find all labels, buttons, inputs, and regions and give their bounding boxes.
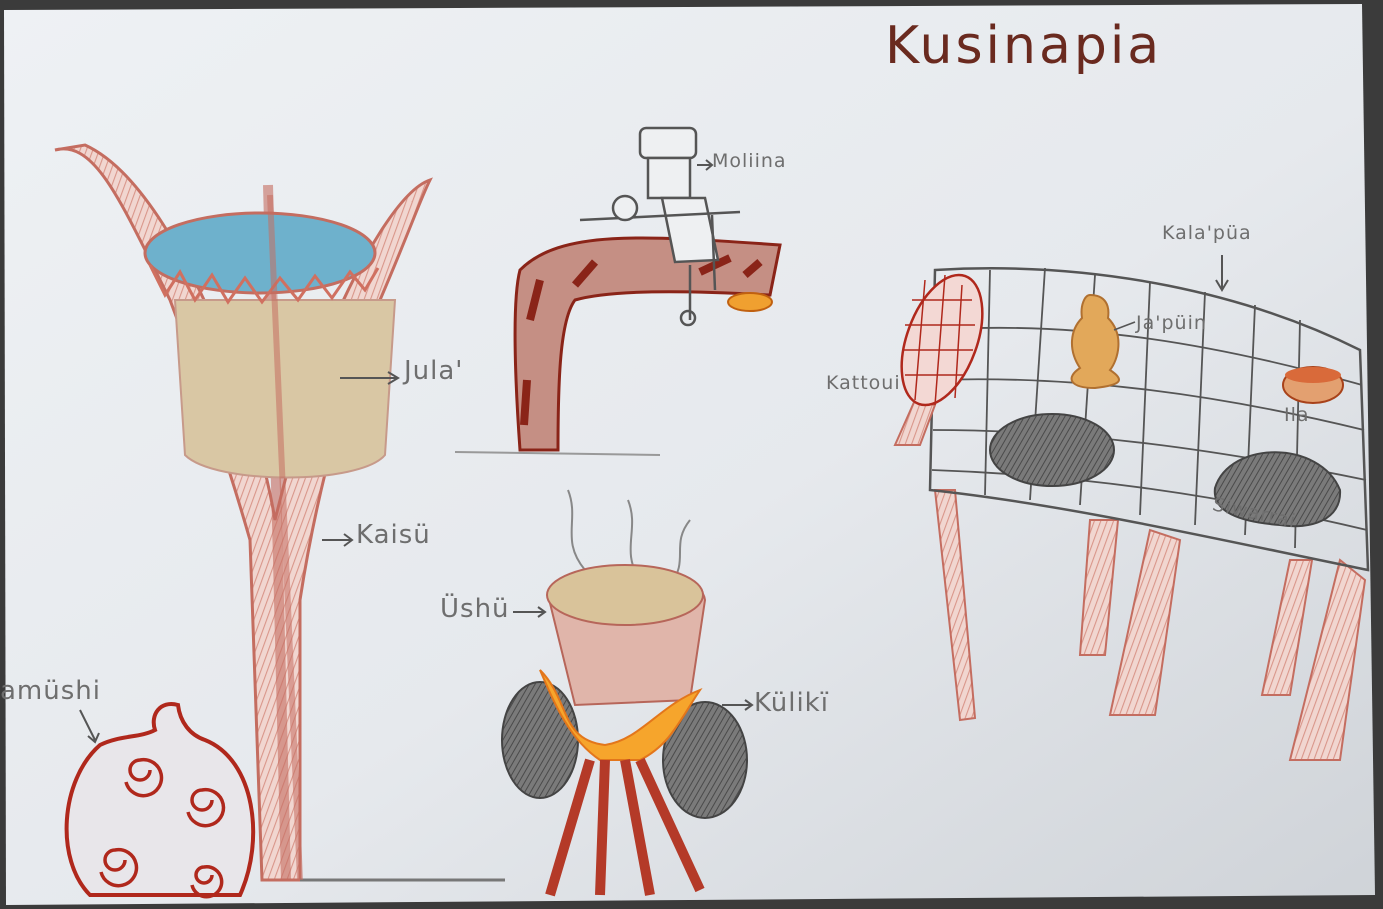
label-kattoui: Kattoui xyxy=(826,372,901,394)
page-title: Kusinapia xyxy=(885,16,1162,76)
label-moliina: Moliina xyxy=(712,150,787,172)
label-jula: Jula' xyxy=(404,356,463,386)
label-kaisu: Kaisü xyxy=(356,520,431,550)
label-japuin: Ja'püin xyxy=(1136,312,1207,334)
ushu-pot-drawing xyxy=(547,565,705,705)
label-ushu: Üshü xyxy=(440,594,510,624)
label-kalapua: Kala'püa xyxy=(1162,222,1252,244)
label-ila: Ila xyxy=(1284,404,1310,426)
label-amushi: amüshi xyxy=(0,676,101,706)
ila-bowl-drawing xyxy=(1283,367,1343,403)
label-kuliki: Külikï xyxy=(754,688,829,718)
